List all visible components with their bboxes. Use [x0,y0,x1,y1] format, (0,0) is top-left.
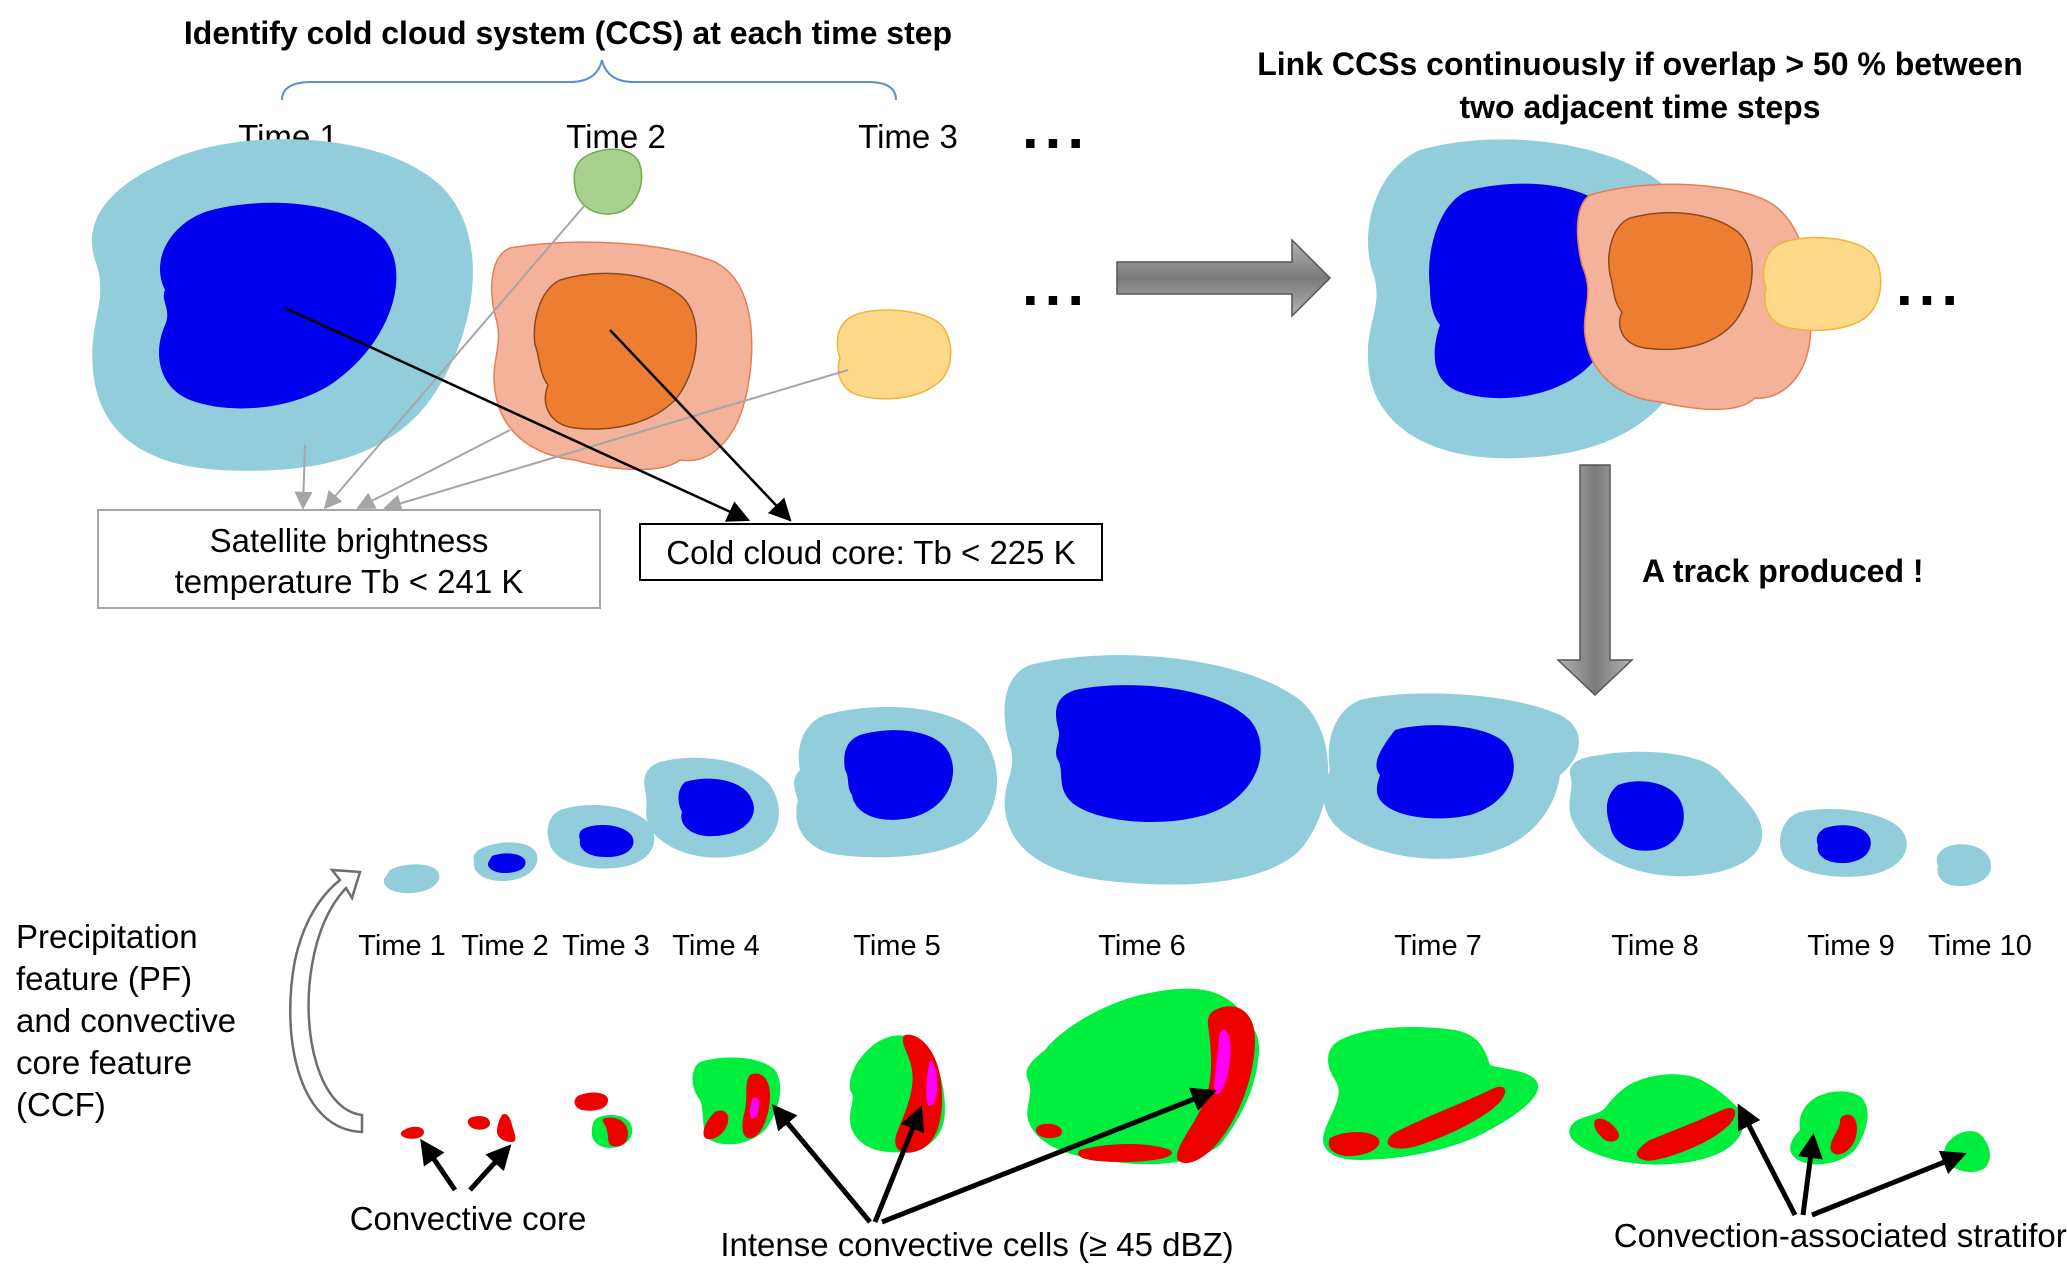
pointer-line-yellow-tb [383,369,849,512]
arrow-convective-core-2 [468,1144,512,1192]
arrow-stratiform-1 [1737,1103,1798,1217]
pf-time10-stratiform [1944,1131,1990,1172]
ellipsis-middle: ... [1022,251,1090,318]
track-time-label-1: Time 1 [358,930,446,962]
tb-threshold-line2: temperature Tb < 241 K [175,563,524,600]
arrow-intense-2 [872,1105,925,1223]
pointer-line-green-tb [323,204,586,510]
pointer-line-time2-core [609,329,792,522]
link-title-line2: two adjacent time steps [1460,89,1821,125]
pf-time1-core [400,1126,424,1139]
track-time-label-4: Time 4 [672,930,760,962]
track-produced-label: A track produced ! [1642,553,1924,589]
arrow-intense-1 [771,1104,872,1224]
track-time2-core [487,853,526,873]
stratiform-label: Convection-associated stratiform [1614,1217,2067,1254]
time1-cold-core [158,202,397,409]
link-title-line1: Link CCSs continuously if overlap > 50 %… [1257,46,2023,82]
identify-title: Identify cold cloud system (CCS) at each… [184,15,952,51]
track-time1-cloud [383,864,440,894]
arrow-stratiform-3 [1811,1150,1967,1218]
pf-time7-stratiform [1323,1027,1539,1160]
arrow-intense-3 [881,1087,1217,1225]
tb-threshold-box [97,509,601,609]
track-time-label-5: Time 5 [853,930,941,962]
pf-time4-intense [749,1097,760,1119]
ellipsis-right: ... [1896,251,1964,318]
pointer-line-time1-tb [294,444,313,510]
pf-time2-core-b [496,1114,516,1142]
track-time-label-8: Time 8 [1611,930,1699,962]
convective-core-label: Convective core [350,1200,587,1237]
track-time9-core [1816,825,1871,864]
pf-time6-core-bottom [1078,1144,1172,1162]
track-time10-cloud [1936,844,1992,887]
linked-time3-cloud [1762,236,1882,332]
pf-time4-core-b [703,1110,729,1140]
cold-core-threshold-box [639,523,1103,581]
pf-time6-core-left [1035,1123,1062,1139]
track-time6-core [1055,685,1261,823]
time-brace [281,59,897,101]
time3-small-yellow-cloud [836,309,952,400]
track-time5-core [844,730,954,820]
tb-threshold-line1: Satellite brightness [210,522,489,559]
track-time-label-9: Time 9 [1807,930,1895,962]
top-time-label-3: Time 3 [858,118,958,155]
pf-label-line4: core feature [16,1044,192,1081]
pf-time3-core-b [602,1117,628,1147]
time2-cold-core [533,272,698,430]
track-time4-core [678,778,754,837]
pointer-line-time1-core [284,306,751,522]
pf-label-line5: (CCF) [16,1086,106,1123]
pf-time7-core-b [1387,1086,1506,1149]
cold-core-threshold-text: Cold cloud core: Tb < 225 K [666,534,1075,571]
intense-cells-label: Intense convective cells (≥ 45 dBZ) [720,1226,1233,1263]
pf-label-line3: and convective [16,1002,236,1039]
pf-time3-core-a [574,1092,608,1111]
track-time-label-10: Time 10 [1928,930,2032,962]
arrow-stratiform-2 [1798,1133,1823,1216]
pf-time9-core [1830,1114,1857,1155]
pf-label-line2: feature (PF) [16,960,192,997]
track-time-label-7: Time 7 [1394,930,1482,962]
track-produced-arrow [1556,464,1634,697]
track-time-label-2: Time 2 [461,930,549,962]
track-time8-core [1606,781,1684,851]
pf-time8-core-a [1594,1118,1619,1142]
link-arrow [1116,238,1332,318]
linked-time2-cold-core [1608,211,1753,351]
pf-label-line1: Precipitation [16,918,198,955]
ellipsis-top: ... [1022,94,1090,161]
time1-small-green-cloud [573,148,643,215]
pf-time7-core-a [1328,1132,1380,1157]
pf-curved-arrow [289,868,364,1134]
arrow-convective-core-1 [420,1138,458,1192]
pf-time5-intense [926,1060,938,1106]
pf-time2-core-a [467,1115,490,1130]
pf-time6-intense [1214,1029,1231,1095]
track-time3-core [579,824,634,858]
track-time7-core [1376,725,1514,819]
track-time-label-6: Time 6 [1098,930,1186,962]
pf-time8-core-b [1636,1107,1736,1161]
track-time-label-3: Time 3 [562,930,650,962]
